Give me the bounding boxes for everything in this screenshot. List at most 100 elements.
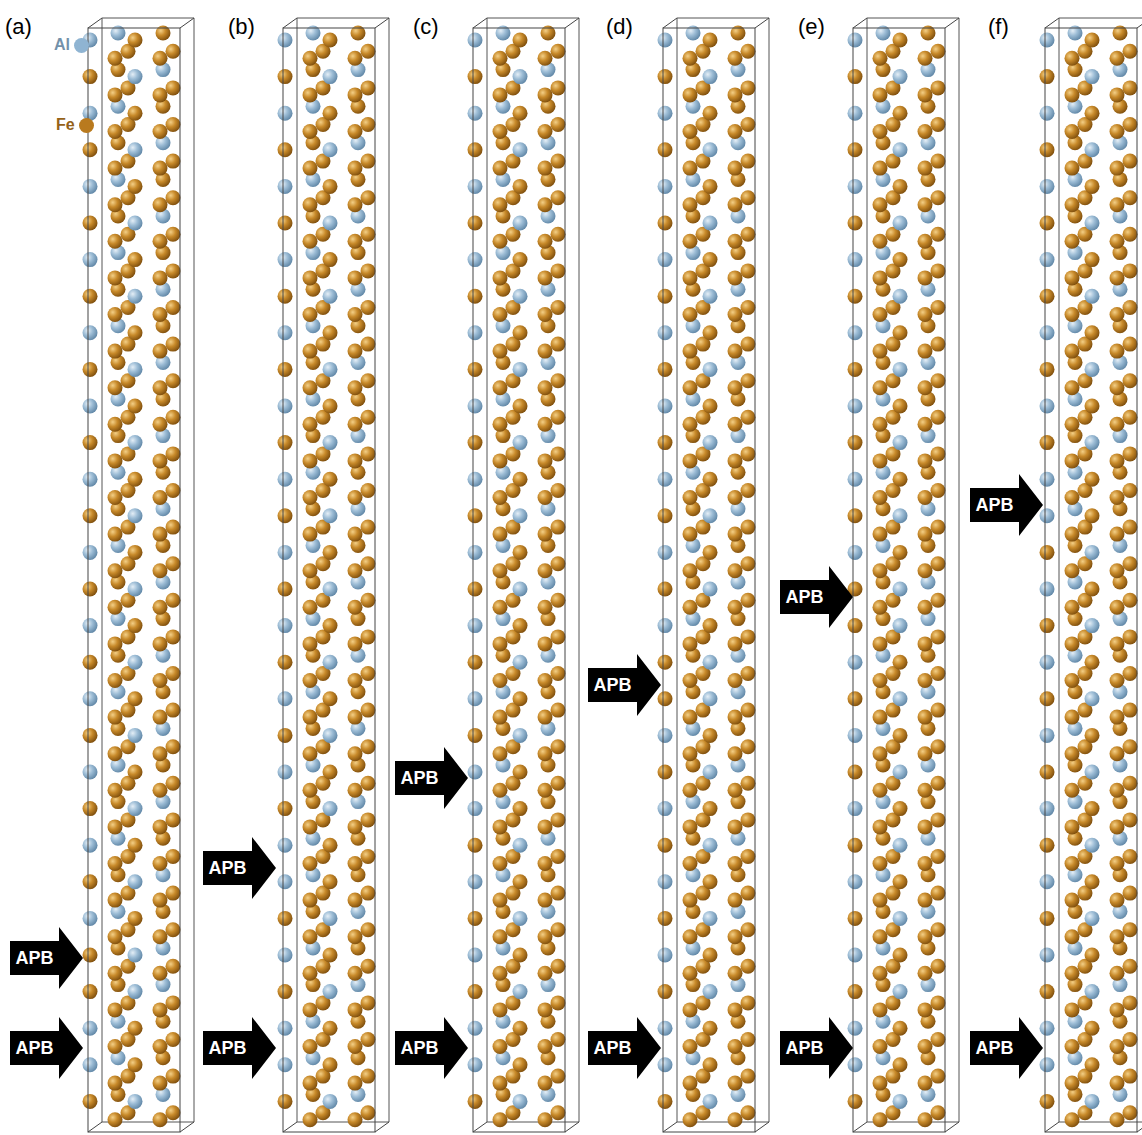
- al-atom: [278, 472, 293, 487]
- fe-atom: [153, 417, 168, 432]
- al-atom: [278, 33, 293, 48]
- al-atom: [893, 691, 908, 706]
- fe-atom: [1085, 399, 1100, 414]
- fe-atom: [153, 856, 168, 871]
- fe-atom: [1085, 874, 1100, 889]
- fe-atom: [493, 929, 508, 944]
- fe-atom: [728, 966, 743, 981]
- apb-label: APB: [780, 1017, 829, 1079]
- fe-atom: [918, 710, 933, 725]
- fe-atom: [303, 490, 318, 505]
- fe-atom: [1110, 746, 1125, 761]
- fe-atom: [728, 161, 743, 176]
- fe-atom: [166, 410, 181, 425]
- apb-arrow: APB: [10, 1017, 83, 1079]
- fe-atom: [848, 838, 863, 853]
- fe-atom: [153, 710, 168, 725]
- fe-atom: [538, 307, 553, 322]
- fe-atom: [683, 1002, 698, 1017]
- fe-atom: [918, 234, 933, 249]
- fe-atom: [348, 87, 363, 102]
- panel-label: (a): [5, 14, 32, 40]
- fe-atom: [108, 600, 123, 615]
- fe-atom: [1065, 51, 1080, 66]
- fe-atom: [1085, 472, 1100, 487]
- al-atom: [1040, 179, 1055, 194]
- fe-atom: [513, 33, 528, 48]
- fe-atom: [1065, 856, 1080, 871]
- fe-atom: [513, 801, 528, 816]
- fe-atom: [348, 307, 363, 322]
- al-atom: [658, 1057, 673, 1072]
- al-atom: [278, 106, 293, 121]
- fe-atom: [108, 1076, 123, 1091]
- fe-atom: [873, 527, 888, 542]
- fe-atom: [108, 746, 123, 761]
- fe-atom: [1110, 710, 1125, 725]
- arrow-body: [203, 837, 276, 899]
- fe-atom: [153, 453, 168, 468]
- fe-atom: [513, 618, 528, 633]
- cell-edge: [663, 18, 677, 28]
- fe-atom: [873, 636, 888, 651]
- fe-atom: [1123, 1032, 1138, 1047]
- fe-atom: [703, 948, 718, 963]
- fe-atom: [153, 527, 168, 542]
- al-atom: [278, 838, 293, 853]
- fe-atom: [703, 179, 718, 194]
- fe-atom: [893, 472, 908, 487]
- fe-atom: [513, 691, 528, 706]
- fe-atom: [493, 563, 508, 578]
- fe-atom: [551, 483, 566, 498]
- fe-atom: [513, 399, 528, 414]
- al-atom: [468, 399, 483, 414]
- al-atom: [83, 545, 98, 560]
- fe-atom: [303, 124, 318, 139]
- fe-atom: [303, 417, 318, 432]
- fe-atom: [538, 1039, 553, 1054]
- fe-atom: [551, 666, 566, 681]
- fe-atom: [1123, 849, 1138, 864]
- fe-atom: [1123, 410, 1138, 425]
- fe-atom: [303, 819, 318, 834]
- cell-edge: [1137, 18, 1142, 28]
- fe-atom: [873, 453, 888, 468]
- al-atom: [848, 728, 863, 743]
- fe-atom: [931, 263, 946, 278]
- al-atom: [468, 106, 483, 121]
- fe-atom: [728, 490, 743, 505]
- fe-atom: [166, 739, 181, 754]
- arrow-body: [395, 1017, 468, 1079]
- fe-atom: [83, 801, 98, 816]
- fe-atom: [551, 556, 566, 571]
- fe-atom: [153, 1112, 168, 1127]
- fe-atom: [683, 87, 698, 102]
- fe-atom: [538, 783, 553, 798]
- atom-layer: [1040, 26, 1138, 1128]
- al-atom: [658, 1021, 673, 1036]
- fe-atom: [658, 911, 673, 926]
- al-atom: [83, 252, 98, 267]
- fe-atom: [323, 179, 338, 194]
- fe-atom: [513, 252, 528, 267]
- al-atom: [1040, 252, 1055, 267]
- cell-outline-front: [853, 18, 959, 1132]
- fe-atom: [931, 959, 946, 974]
- al-atom: [658, 545, 673, 560]
- fe-atom: [468, 362, 483, 377]
- fe-atom: [361, 776, 376, 791]
- fe-atom: [348, 746, 363, 761]
- fe-atom: [278, 362, 293, 377]
- fe-atom: [931, 922, 946, 937]
- fe-atom: [683, 417, 698, 432]
- al-atom: [1040, 508, 1055, 523]
- fe-atom: [1085, 508, 1100, 523]
- fe-atom: [728, 856, 743, 871]
- fe-atom: [361, 1032, 376, 1047]
- fe-atom: [703, 325, 718, 340]
- fe-atom: [1110, 929, 1125, 944]
- fe-atom: [918, 344, 933, 359]
- fe-atom: [741, 1069, 756, 1084]
- fe-atom: [1065, 417, 1080, 432]
- fe-atom: [538, 527, 553, 542]
